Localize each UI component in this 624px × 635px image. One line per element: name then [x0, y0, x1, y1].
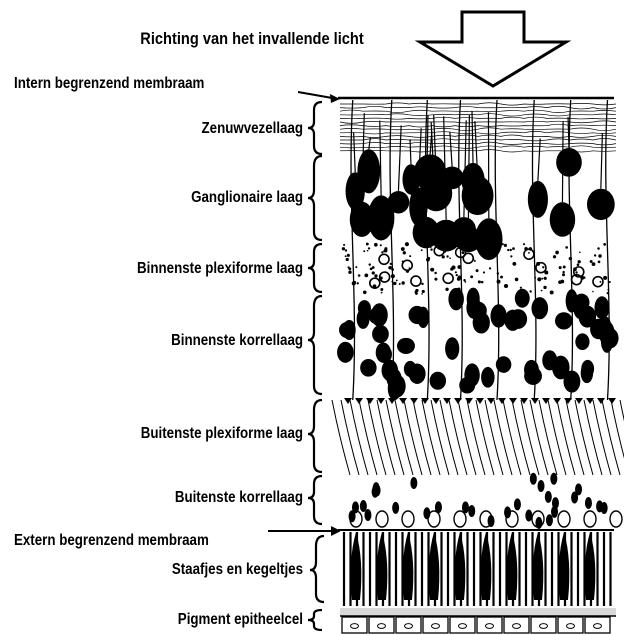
pigment-epithelium-label: Pigment epitheelcel — [178, 612, 303, 628]
down-arrow-icon — [420, 12, 566, 86]
inner-plexiform-layer-label: Binnenste plexiforme laag — [137, 261, 303, 277]
ganglion-layer-label: Ganglionaire laag — [191, 190, 303, 206]
light-direction-title: Richting van het invallende licht — [140, 30, 363, 47]
retina-cross-section — [332, 97, 624, 635]
outer-plexiform-layer-label: Buitenste plexiforme laag — [141, 426, 303, 442]
nerve-fiber-layer-label: Zenuwvezellaag — [202, 121, 303, 137]
inner-nuclear-layer-label: Binnenste korrellaag — [171, 333, 303, 349]
curly-brace-icon — [308, 102, 324, 630]
inner-membrane-label: Intern begrenzend membraam — [14, 76, 204, 92]
outer-membrane-label: Extern begrenzend membraam — [14, 533, 209, 549]
outer-nuclear-layer-label: Buitenste korrellaag — [175, 490, 303, 506]
rods-cones-layer-label: Staafjes en kegeltjes — [172, 562, 303, 578]
